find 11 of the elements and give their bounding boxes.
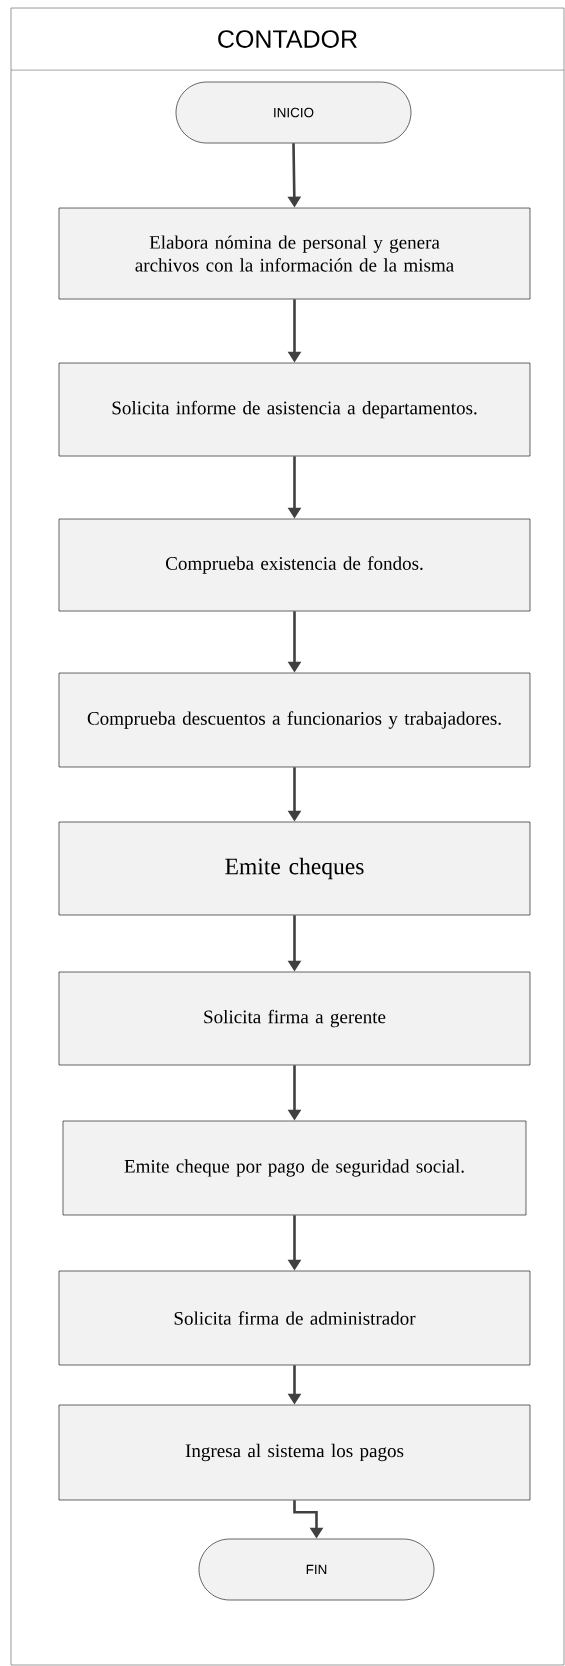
terminator: FIN <box>198 1538 435 1601</box>
process-box: Emite cheque por pago de seguridad social. <box>62 1120 527 1216</box>
process-box: Comprueba existencia de fondos. <box>58 518 531 612</box>
process-box: Elabora nómina de personal y genera archivos con la información de la misma <box>58 207 531 300</box>
process-box: Comprueba descuentos a funcionarios y trabajadores. <box>58 672 531 768</box>
process-box: Solicita informe de asistencia a departamentos. <box>58 362 531 457</box>
process-box: Ingresa al sistema los pagos <box>58 1404 531 1501</box>
process-box: Solicita firma de administrador <box>58 1270 531 1366</box>
terminator: INICIO <box>175 81 412 144</box>
process-box: Emite cheques <box>58 821 531 916</box>
process-box: Solicita firma a gerente <box>58 971 531 1066</box>
